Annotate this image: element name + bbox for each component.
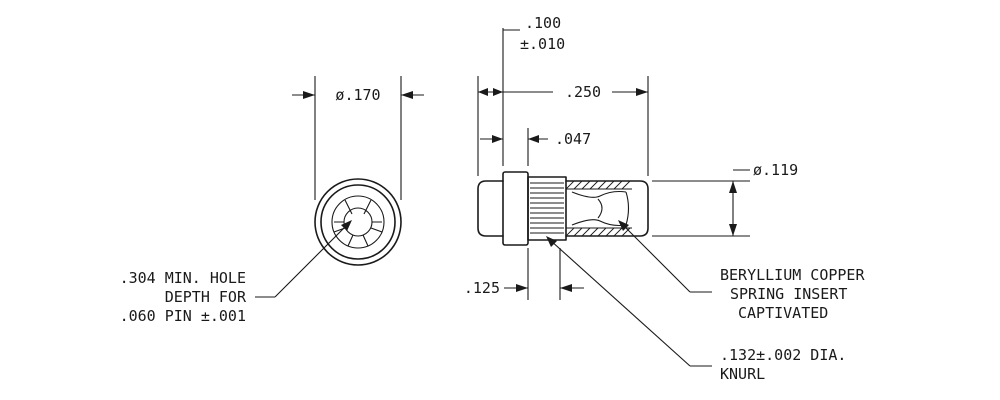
dim-head-length-value: .100: [525, 14, 561, 32]
dim-flange-width: [480, 135, 548, 143]
insert-note-leader: [618, 220, 712, 293]
hole-note-line2: DEPTH FOR: [165, 288, 247, 306]
hole-note-line3: .060 PIN ±.001: [120, 307, 246, 325]
end-view: ø.170: [292, 76, 424, 266]
dim-body-length: [503, 88, 648, 96]
side-view: [477, 171, 649, 246]
body-hatching: [566, 181, 631, 236]
dim-head-length: [478, 29, 520, 96]
hole-note-leader: [255, 220, 352, 298]
insert-note-line3: CAPTIVATED: [738, 304, 828, 322]
dim-body-diameter: [652, 169, 750, 237]
insert-note-line1: BERYLLIUM COPPER: [720, 266, 865, 284]
dim-end-view-diameter: ø.170: [335, 86, 380, 104]
dim-body-length-value: .250: [565, 83, 601, 101]
knurl-note-leader: [546, 236, 712, 367]
knurl-note-line2: KNURL: [720, 365, 765, 383]
dim-flange-width-value: .047: [555, 130, 591, 148]
dim-head-length-tolerance: ±.010: [520, 35, 565, 53]
hole-note-line1: .304 MIN. HOLE: [120, 269, 246, 287]
knurl-pattern: [530, 182, 564, 234]
dim-knurl-position-value: .125: [464, 279, 500, 297]
dim-knurl-position: [504, 248, 584, 300]
dim-body-diameter-value: ø.119: [753, 161, 798, 179]
insert-note-line2: SPRING INSERT: [730, 285, 847, 303]
knurl-note-line1: .132±.002 DIA.: [720, 346, 846, 364]
